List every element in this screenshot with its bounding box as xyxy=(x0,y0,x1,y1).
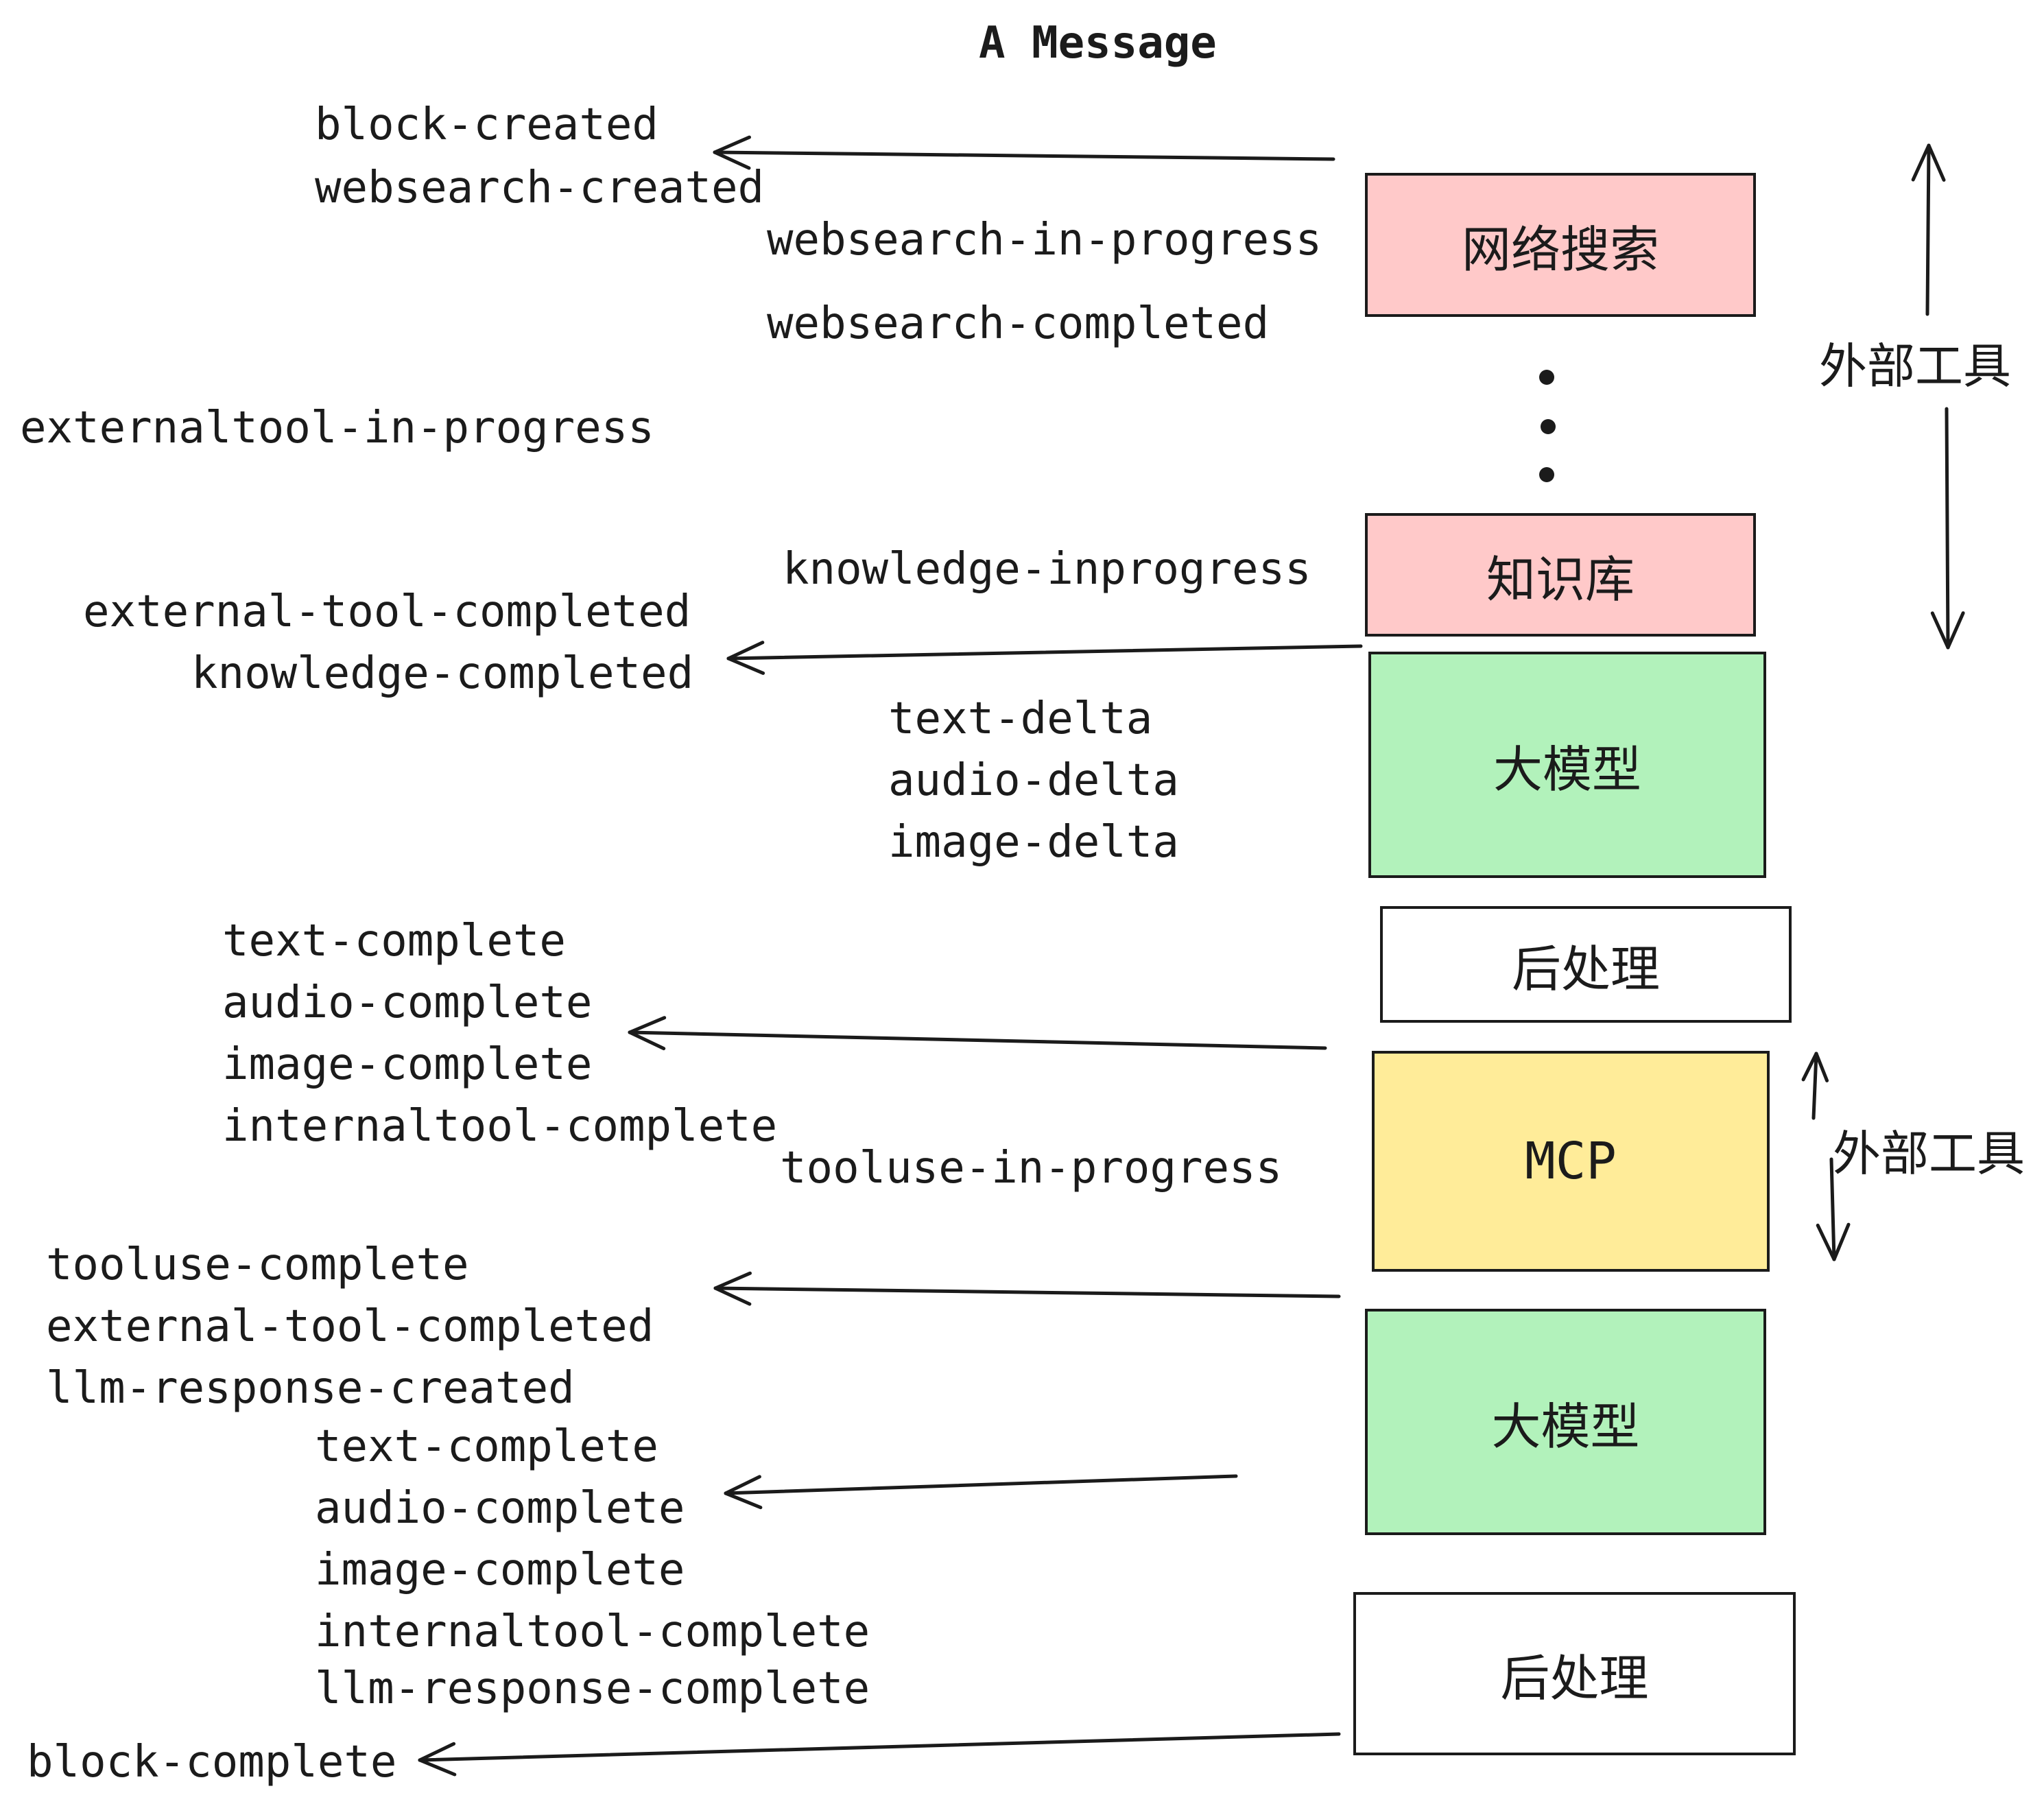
box-postprocess-1-label: 后处理 xyxy=(1511,942,1660,997)
event-label-internaltool-complete-2: internaltool-complete xyxy=(315,1606,870,1657)
event-label-knowledge-inprogress: knowledge-inprogress xyxy=(783,544,1311,595)
event-label-websearch-completed: websearch-completed xyxy=(767,298,1270,349)
arrow-mcp-to-tooluse-complete xyxy=(713,1286,1341,1298)
diagram-title: A Message xyxy=(979,18,1217,69)
box-mcp: MCP xyxy=(1372,1051,1770,1272)
arrow-websearch-to-block-created xyxy=(713,150,1335,161)
event-label-tooluse-in-progress: tooluse-in-progress xyxy=(780,1143,1283,1194)
arrow-mcp-to-tooluse-complete-head xyxy=(713,1286,752,1306)
event-label-websearch-created: websearch-created xyxy=(315,163,765,213)
arrow-external-tools-1-down-head xyxy=(1930,611,1950,650)
event-label-text-complete-2: text-complete xyxy=(315,1421,658,1472)
arrow-knowledge-to-knowledge-completed xyxy=(726,644,1363,661)
box-websearch-label: 网络搜索 xyxy=(1461,222,1659,278)
box-postprocess-1: 后处理 xyxy=(1380,906,1792,1023)
box-websearch: 网络搜索 xyxy=(1365,173,1756,317)
arrow-postprocess2-to-block-complete-head xyxy=(418,1742,456,1762)
box-postprocess-2-label: 后处理 xyxy=(1500,1651,1649,1707)
event-label-audio-complete-2: audio-complete xyxy=(315,1483,685,1534)
event-label-text-complete-1: text-complete xyxy=(222,916,566,966)
side-label-external-tools-2: 外部工具 xyxy=(1833,1127,2025,1180)
event-label-external-tool-completed-1: external-tool-completed xyxy=(83,586,691,637)
arrow-postprocess-to-image-complete xyxy=(628,1030,1327,1050)
arrow-postprocess2-to-block-complete xyxy=(418,1732,1341,1762)
arrow-external-tools-2-up-head xyxy=(1801,1052,1818,1082)
box-mcp-label: MCP xyxy=(1525,1132,1617,1191)
arrow-knowledge-to-knowledge-completed-head xyxy=(726,641,765,661)
box-llm-1-label: 大模型 xyxy=(1493,742,1641,798)
arrow-llm2-to-audio-complete-head xyxy=(724,1491,763,1510)
arrow-llm2-to-audio-complete-head xyxy=(724,1475,761,1495)
event-label-knowledge-completed: knowledge-completed xyxy=(191,648,694,699)
event-label-tooluse-complete: tooluse-complete xyxy=(46,1239,469,1290)
arrow-external-tools-2-up xyxy=(1811,1052,1818,1120)
box-llm-2: 大模型 xyxy=(1365,1309,1766,1535)
arrow-postprocess-to-image-complete-head xyxy=(628,1016,667,1034)
arrow-knowledge-to-knowledge-completed-head xyxy=(726,656,765,675)
box-llm-2-label: 大模型 xyxy=(1491,1399,1640,1455)
ellipsis-dot xyxy=(1539,370,1554,385)
event-label-block-complete: block-complete xyxy=(27,1737,397,1788)
arrow-postprocess-to-image-complete-head xyxy=(628,1030,666,1051)
arrow-external-tools-2-down-head xyxy=(1832,1222,1851,1261)
event-label-websearch-in-progress: websearch-in-progress xyxy=(767,215,1322,265)
event-label-image-complete-1: image-complete xyxy=(222,1039,593,1090)
event-label-block-created: block-created xyxy=(315,99,658,150)
event-label-internaltool-complete-1: internaltool-complete xyxy=(222,1101,778,1152)
box-llm-1: 大模型 xyxy=(1368,652,1766,878)
arrow-external-tools-1-down xyxy=(1945,407,1950,650)
arrow-postprocess2-to-block-complete-head xyxy=(418,1758,457,1777)
event-label-text-delta-1: text-delta xyxy=(888,693,1153,744)
box-knowledge: 知识库 xyxy=(1365,513,1756,637)
event-label-image-complete-2: image-complete xyxy=(315,1545,685,1595)
ellipsis-dot xyxy=(1541,419,1556,434)
arrow-external-tools-1-up-head xyxy=(1927,143,1946,182)
arrow-llm2-to-audio-complete xyxy=(724,1474,1238,1495)
arrow-mcp-to-tooluse-complete-head xyxy=(713,1271,752,1290)
box-knowledge-label: 知识库 xyxy=(1486,552,1635,608)
arrow-external-tools-1-down-head xyxy=(1946,611,1965,650)
event-label-audio-complete-1: audio-complete xyxy=(222,977,593,1028)
arrow-external-tools-1-up-head xyxy=(1911,143,1931,182)
arrow-external-tools-2-up-head xyxy=(1814,1052,1829,1082)
event-label-image-delta-1: image-delta xyxy=(888,817,1179,868)
box-postprocess-2: 后处理 xyxy=(1353,1592,1796,1755)
side-label-external-tools-1: 外部工具 xyxy=(1819,340,2011,393)
event-label-llm-response-created: llm-response-created xyxy=(46,1363,575,1414)
event-label-llm-response-complete: llm-response-complete xyxy=(315,1663,870,1714)
ellipsis-dot xyxy=(1539,467,1554,482)
event-label-externaltool-in-progress: externaltool-in-progress xyxy=(20,403,654,453)
event-label-external-tool-completed-2: external-tool-completed xyxy=(46,1301,654,1352)
arrow-external-tools-2-down-head xyxy=(1816,1223,1836,1261)
arrow-websearch-to-block-created-head xyxy=(713,135,751,154)
event-label-audio-delta-1: audio-delta xyxy=(888,755,1179,806)
arrow-external-tools-1-up xyxy=(1925,143,1931,316)
